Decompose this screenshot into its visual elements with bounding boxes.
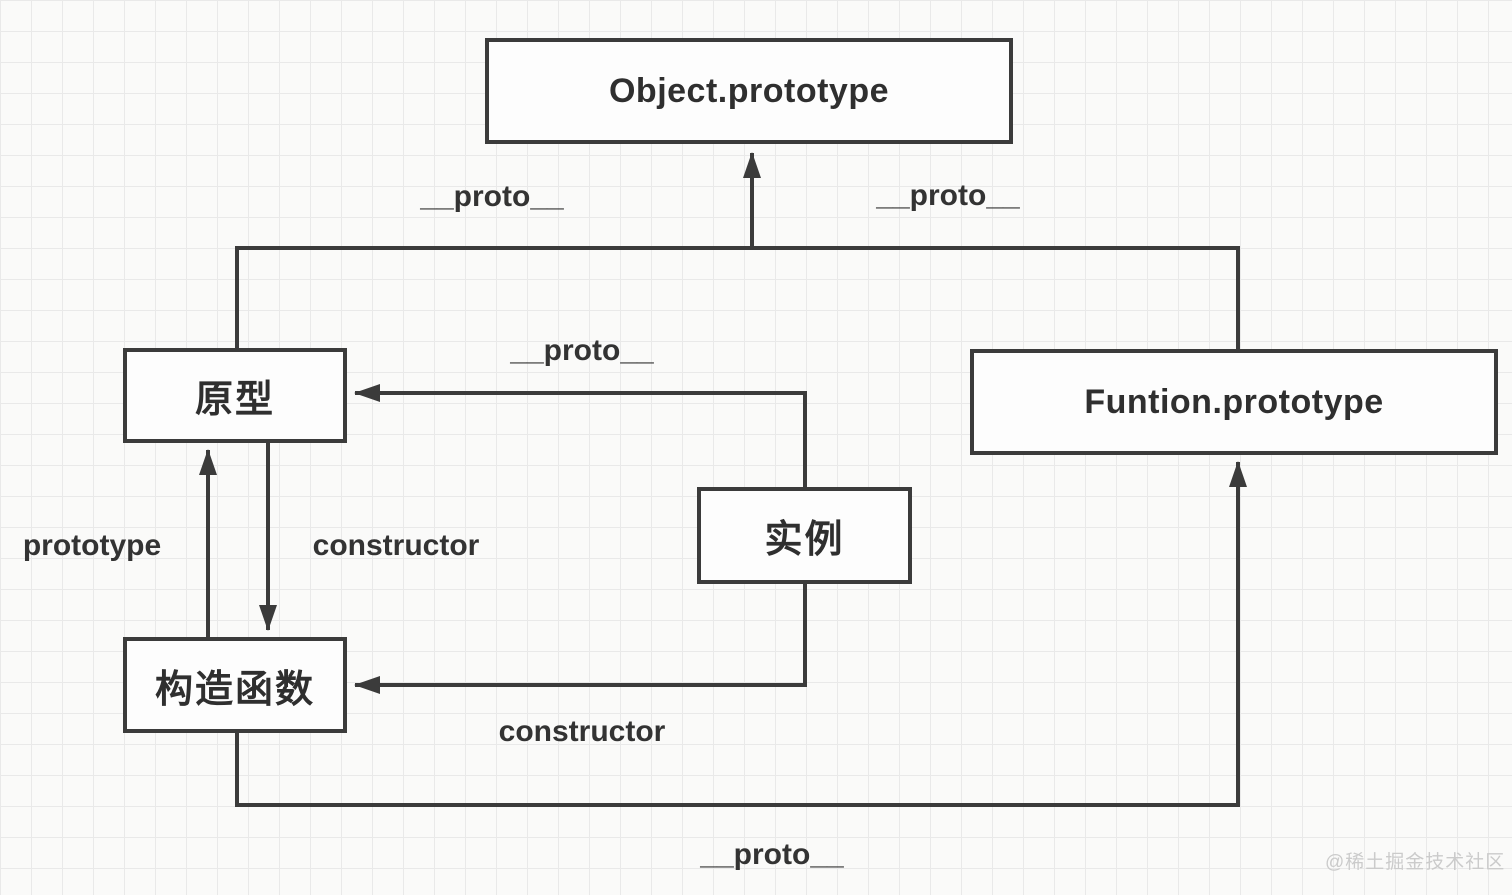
edge-label-prototype: prototype <box>22 529 162 562</box>
node-yuanxing-label: 原型 <box>194 379 275 421</box>
node-funtion-prototype-label: Funtion.prototype <box>1084 382 1384 421</box>
edge-label-proto-mid: __proto__ <box>510 334 654 367</box>
edge-label-constructor-bottom: constructor <box>498 715 666 748</box>
node-funtion-prototype: Funtion.prototype <box>970 349 1498 455</box>
edge-gouzao-proto-to-funtion-prototype-arrow <box>235 461 1247 807</box>
edge-label-constructor-vertical: constructor <box>312 529 480 562</box>
edge-instance-proto-to-yuanxing-arrow <box>354 384 807 488</box>
edge-instance-constructor-to-gouzao-arrow <box>354 583 807 694</box>
node-object-prototype-label: Object.prototype <box>608 71 890 110</box>
node-gouzao-hanshu-label: 构造函数 <box>154 668 315 711</box>
edge-top-spine-line <box>235 246 1240 350</box>
node-shili: 实例 <box>697 487 912 584</box>
node-object-prototype: Object.prototype <box>485 38 1013 144</box>
edge-label-proto-top-right: __proto__ <box>876 179 1020 212</box>
edge-label-proto-top-left: __proto__ <box>420 180 564 213</box>
watermark: @稀土掘金技术社区 <box>1325 852 1506 873</box>
node-yuanxing: 原型 <box>123 348 347 443</box>
node-gouzao-hanshu: 构造函数 <box>123 637 347 733</box>
node-shili-label: 实例 <box>764 519 845 561</box>
edge-label-proto-bottom: __proto__ <box>700 838 844 871</box>
